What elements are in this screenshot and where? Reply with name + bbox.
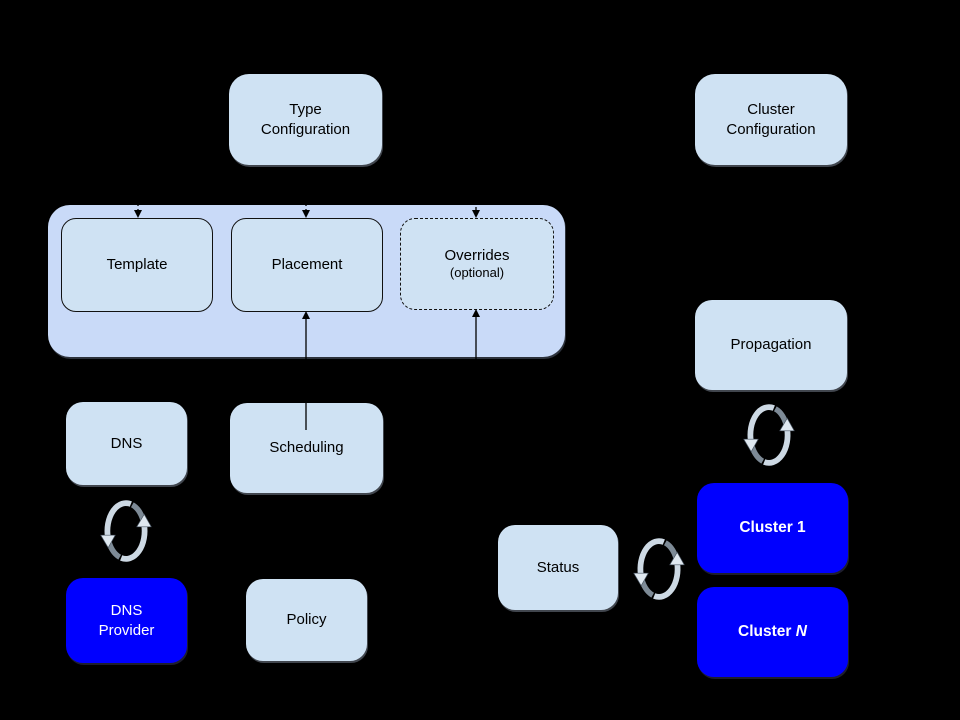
sync-icon: [741, 396, 797, 474]
node-label: Cluster: [747, 101, 795, 118]
node-type-configuration: Type Configuration: [229, 74, 382, 165]
node-label: Type: [289, 101, 322, 118]
node-scheduling: Scheduling: [230, 403, 383, 493]
node-label: Cluster 1: [739, 518, 806, 536]
node-label: Propagation: [730, 336, 812, 354]
node-dns-provider: DNS Provider: [66, 578, 187, 663]
sync-icon-glyph: [633, 538, 685, 600]
node-label: Placement: [271, 256, 343, 274]
sync-icon: [631, 530, 687, 608]
node-placement: Placement: [231, 218, 383, 312]
node-overrides: Overrides (optional): [400, 218, 554, 310]
node-cluster-1: Cluster 1: [697, 483, 848, 573]
node-label: DNS: [110, 434, 143, 452]
node-cluster-configuration: Cluster Configuration: [695, 74, 847, 165]
node-policy: Policy: [246, 579, 367, 661]
node-cluster-n: Cluster N: [697, 587, 848, 677]
sync-icon-glyph: [100, 500, 152, 562]
sync-icon-glyph: [743, 404, 795, 466]
node-sublabel: (optional): [449, 265, 505, 281]
node-propagation: Propagation: [695, 300, 847, 390]
node-label: Configuration: [726, 120, 816, 138]
node-label: DNS: [110, 602, 143, 619]
group-caption: Declaration of resources to be distribut…: [106, 533, 344, 548]
node-label: Status: [536, 558, 580, 576]
node-label: Cluster N: [738, 622, 807, 640]
node-label: Scheduling: [269, 439, 344, 457]
node-status: Status: [498, 525, 618, 610]
cluster-n-variable: N: [795, 622, 807, 640]
node-label: Template: [106, 256, 168, 274]
node-label: Provider: [98, 621, 155, 639]
node-label: Policy: [286, 611, 327, 629]
node-label: Configuration: [260, 120, 351, 138]
node-dns: DNS: [66, 402, 187, 485]
node-template: Template: [61, 218, 213, 312]
sync-icon: [98, 492, 154, 570]
node-label: Overrides: [444, 246, 510, 264]
